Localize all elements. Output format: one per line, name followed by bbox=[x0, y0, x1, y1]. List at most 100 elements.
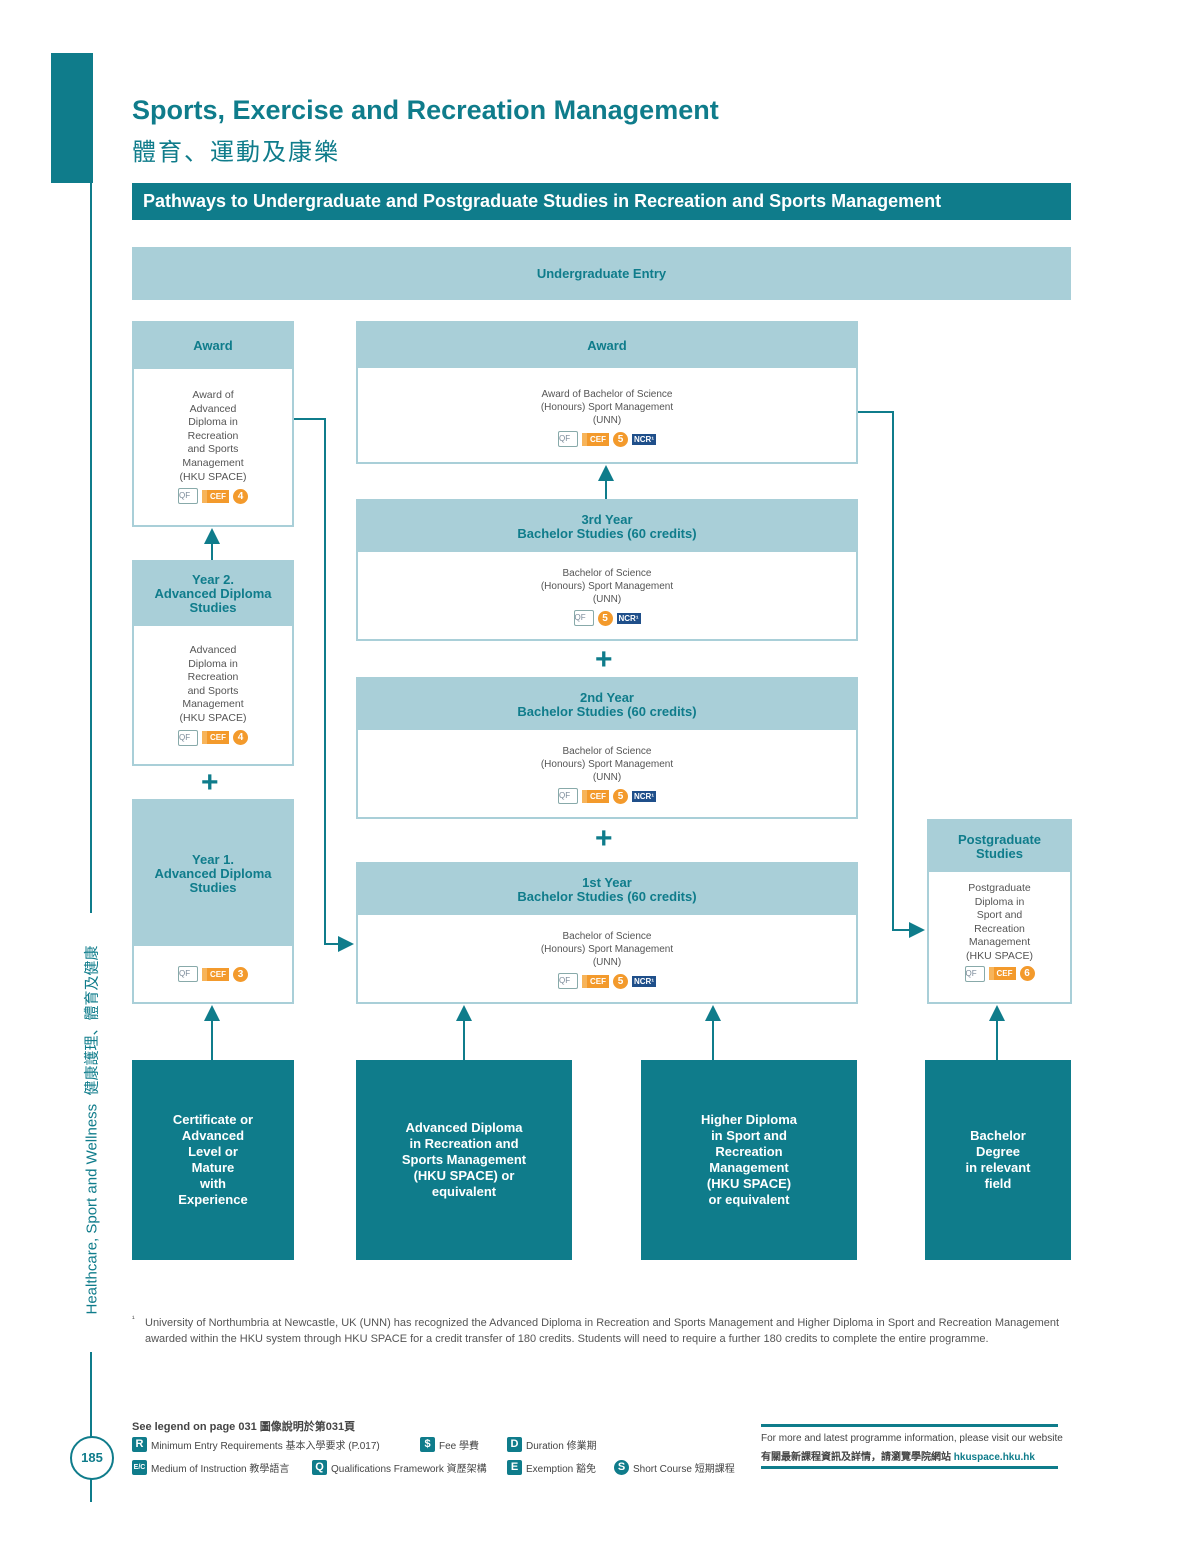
legend-key: D bbox=[507, 1437, 522, 1452]
ncr-badge: NCR¹ bbox=[632, 433, 656, 445]
legend-label: Medium of Instruction 教學語言 bbox=[151, 1464, 290, 1475]
third-year-box: 3rd Year Bachelor Studies (60 credits) B… bbox=[356, 499, 858, 641]
legend-item: Q Qualifications Framework 資歷架構 bbox=[312, 1460, 487, 1475]
badges: QF CEF 4 bbox=[134, 488, 292, 505]
plus-icon: + bbox=[595, 643, 613, 676]
plus-icon: + bbox=[201, 766, 219, 799]
legend-label: Short Course 短期課程 bbox=[633, 1464, 735, 1475]
box-header: Postgraduate Studies bbox=[929, 821, 1070, 872]
cef-badge: CEF bbox=[582, 974, 609, 988]
badges: QF CEF 3 bbox=[134, 966, 292, 982]
cef-badge: CEF bbox=[988, 967, 1016, 981]
legend-key: Q bbox=[312, 1460, 327, 1475]
entry-advanced-diploma: Advanced Diploma in Recreation and Sport… bbox=[356, 1060, 572, 1260]
badges: QF CEF 5 NCR¹ bbox=[358, 973, 856, 989]
legend-label: Exemption 豁免 bbox=[526, 1464, 597, 1475]
left-award-box: Award Award of Advanced Diploma in Recre… bbox=[132, 321, 294, 527]
legend-key: E/C bbox=[132, 1460, 147, 1475]
footnote: University of Northumbria at Newcastle, … bbox=[145, 1317, 1060, 1345]
legend-item: E/C Medium of Instruction 教學語言 bbox=[132, 1460, 289, 1475]
legend-label: Qualifications Framework 資歷架構 bbox=[331, 1464, 487, 1475]
first-year-box: 1st Year Bachelor Studies (60 credits) B… bbox=[356, 862, 858, 1004]
legend-key: $ bbox=[420, 1437, 435, 1452]
info-zh: 有關最新課程資訊及詳情，請瀏覽學院網站 bbox=[761, 1452, 951, 1463]
ncr-badge: NCR¹ bbox=[632, 975, 656, 987]
website-link[interactable]: hkuspace.hku.hk bbox=[953, 1452, 1035, 1463]
box-body: Postgraduate Diploma in Sport and Recrea… bbox=[966, 882, 1033, 962]
qf-icon: QF bbox=[178, 729, 198, 746]
side-line bbox=[90, 183, 92, 913]
ncr-badge: NCR¹ bbox=[632, 790, 656, 802]
info-text: For more and latest programme informatio… bbox=[761, 1433, 1063, 1444]
postgrad-box: Postgraduate Studies Postgraduate Diplom… bbox=[927, 819, 1072, 1004]
ncr-badge: NCR¹ bbox=[616, 612, 641, 624]
legend-key: E bbox=[507, 1460, 522, 1475]
legend-key: S bbox=[614, 1460, 629, 1475]
side-line bbox=[90, 1352, 92, 1502]
qf-icon: QF bbox=[178, 966, 198, 982]
legend-item: S Short Course 短期課程 bbox=[614, 1460, 735, 1475]
qf-icon: QF bbox=[178, 488, 198, 505]
legend-label: Minimum Entry Requirements 基本入學要求 (P.017… bbox=[151, 1441, 380, 1452]
box-header: 2nd Year Bachelor Studies (60 credits) bbox=[358, 679, 856, 730]
page-number: 185 bbox=[70, 1436, 114, 1480]
qf-icon: QF bbox=[964, 965, 985, 982]
qf-level-badge: 6 bbox=[1019, 966, 1035, 982]
info-text-zh: 有關最新課程資訊及詳情，請瀏覽學院網站 hkuspace.hku.hk bbox=[761, 1448, 1035, 1463]
box-header: Year 1. Advanced Diploma Studies bbox=[134, 801, 292, 946]
box-header: Award bbox=[358, 323, 856, 368]
undergrad-entry: Undergraduate Entry bbox=[132, 247, 1071, 300]
box-header: Award bbox=[134, 323, 292, 369]
entry-bachelor: Bachelor Degree in relevant field bbox=[925, 1060, 1071, 1260]
page-title-zh: 體育、運動及康樂 bbox=[132, 139, 340, 166]
legend-title: See legend on page 031 圖像說明於第031頁 bbox=[132, 1421, 356, 1433]
qf-level-badge: 5 bbox=[597, 610, 613, 626]
legend-label: Duration 修業期 bbox=[526, 1441, 597, 1452]
footnote-mark: ¹ bbox=[132, 1314, 135, 1323]
cef-badge: CEF bbox=[202, 731, 229, 745]
cef-badge: CEF bbox=[582, 432, 609, 446]
box-body: Award of Bachelor of Science (Honours) S… bbox=[540, 389, 674, 426]
cef-badge: CEF bbox=[582, 789, 609, 803]
arrow bbox=[293, 418, 354, 952]
divider bbox=[761, 1466, 1058, 1469]
side-tab bbox=[51, 53, 93, 183]
qf-icon: QF bbox=[558, 788, 578, 804]
legend-item: E Exemption 豁免 bbox=[507, 1460, 596, 1475]
qf-level-badge: 5 bbox=[613, 973, 628, 989]
legend-item: D Duration 修業期 bbox=[507, 1437, 597, 1452]
arrow bbox=[857, 411, 925, 938]
section-band: Pathways to Undergraduate and Postgradua… bbox=[132, 183, 1071, 220]
divider bbox=[761, 1424, 1058, 1427]
badges: QF CEF 4 bbox=[134, 729, 292, 746]
entry-certificate: Certificate or Advanced Level or Mature … bbox=[132, 1060, 294, 1260]
box-body: Award of Advanced Diploma in Recreation … bbox=[179, 389, 247, 483]
qf-level-badge: 5 bbox=[613, 431, 628, 447]
center-award-box: Award Award of Bachelor of Science (Hono… bbox=[356, 321, 858, 464]
qf-level-badge: 3 bbox=[233, 966, 248, 982]
page-title: Sports, Exercise and Recreation Manageme… bbox=[132, 95, 719, 125]
box-body: Bachelor of Science (Honours) Sport Mana… bbox=[540, 746, 674, 783]
box-header: 1st Year Bachelor Studies (60 credits) bbox=[358, 864, 856, 915]
box-body: Bachelor of Science (Honours) Sport Mana… bbox=[540, 568, 674, 605]
badges: QF CEF 5 NCR¹ bbox=[358, 431, 856, 447]
cef-badge: CEF bbox=[202, 967, 229, 981]
cef-badge: CEF bbox=[202, 489, 229, 503]
box-header: 3rd Year Bachelor Studies (60 credits) bbox=[358, 501, 856, 552]
qf-icon: QF bbox=[558, 431, 578, 447]
second-year-box: 2nd Year Bachelor Studies (60 credits) B… bbox=[356, 677, 858, 819]
qf-level-badge: 5 bbox=[613, 788, 628, 804]
qf-level-badge: 4 bbox=[233, 488, 248, 504]
legend-item: $Fee 學費 bbox=[420, 1437, 479, 1452]
year2-box: Year 2. Advanced Diploma Studies Advance… bbox=[132, 560, 294, 766]
box-body: Bachelor of Science (Honours) Sport Mana… bbox=[540, 931, 674, 968]
qf-level-badge: 4 bbox=[233, 730, 248, 746]
qf-icon: QF bbox=[558, 973, 578, 989]
entry-higher-diploma: Higher Diploma in Sport and Recreation M… bbox=[641, 1060, 857, 1260]
plus-icon: + bbox=[595, 822, 613, 855]
